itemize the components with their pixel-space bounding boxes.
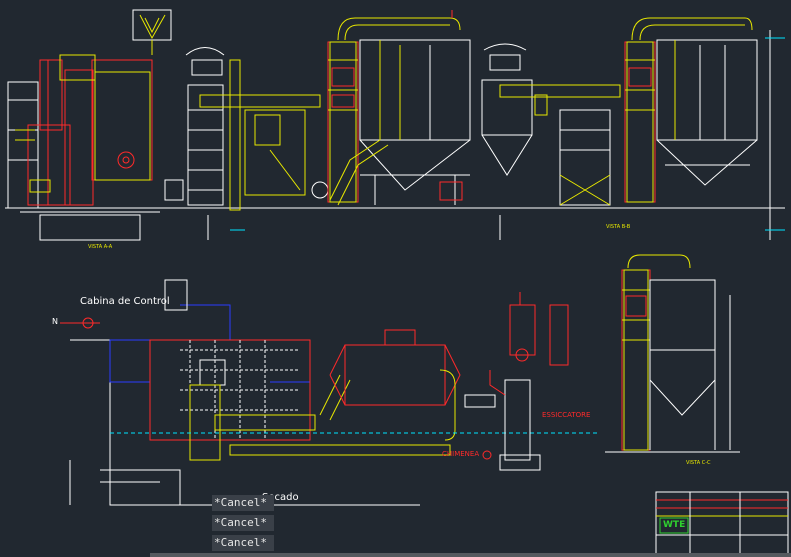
command-history-line-2: *Cancel*: [212, 515, 274, 531]
command-history-line-3: *Cancel*: [212, 535, 274, 551]
elevation-view-a: [5, 9, 785, 241]
view-b-label: VISTA B-B: [606, 224, 631, 230]
elevation-view-c: [605, 254, 740, 453]
view-a-label: VISTA A-A: [88, 244, 113, 250]
title-block-logo: WTE: [663, 520, 686, 530]
elevation-view-b-left: [327, 10, 501, 240]
cabina-label: Cabina de Control: [80, 296, 170, 307]
horizontal-scrollbar[interactable]: [150, 553, 791, 557]
command-history-line-1: *Cancel*: [212, 495, 274, 511]
secado-label: Secado: [262, 492, 299, 503]
view-c-label: VISTA C-C: [686, 460, 711, 466]
plan-view: [60, 279, 600, 506]
elevation-view-a-2: [164, 47, 329, 240]
elevation-view-b-right: [481, 17, 785, 240]
chimenea-label: CHIMENEA: [442, 450, 480, 458]
essiccatore-label: ESSICCATORE: [542, 411, 591, 419]
north-label: N: [52, 317, 58, 326]
